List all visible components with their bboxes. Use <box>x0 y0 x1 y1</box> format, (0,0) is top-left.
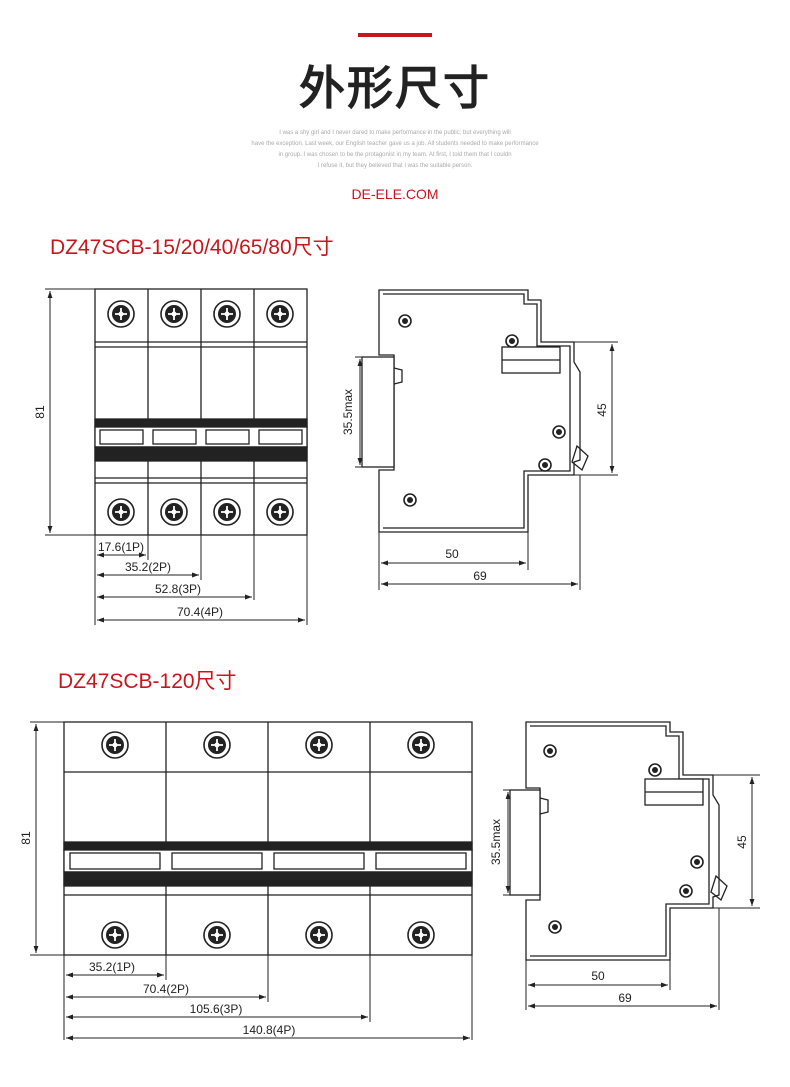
dim-3p-2: 105.6(3P) <box>190 1002 243 1016</box>
dim-45-2: 45 <box>735 835 749 849</box>
dim-1p: 17.6(1P) <box>98 540 144 554</box>
tagline-line: I was a shy girl and I never dared to ma… <box>279 130 511 136</box>
dim-45-1: 45 <box>595 403 609 417</box>
dim-rail-1: 35.5max <box>341 389 355 435</box>
dim-2p-2: 70.4(2P) <box>143 982 189 996</box>
dim-2p: 35.2(2P) <box>125 560 171 574</box>
front-view-2-dimensions <box>30 721 473 1041</box>
side-view-1 <box>361 289 589 533</box>
front-view-2 <box>63 721 473 956</box>
tagline-line: have the exception. Last week, our Engli… <box>251 141 539 147</box>
section2-title: DZ47SCB-120尺寸 <box>58 670 237 693</box>
side-view-2 <box>509 721 728 961</box>
site-url: DE-ELE.COM <box>351 186 439 202</box>
dim-total-2: 69 <box>618 991 632 1005</box>
front-view-1-dimensions <box>45 288 308 625</box>
dim-3p: 52.8(3P) <box>155 582 201 596</box>
dim-4p: 70.4(4P) <box>177 605 223 619</box>
side-view-2-dimensions <box>503 774 760 1010</box>
front-view-1 <box>94 288 308 536</box>
dim-height-2: 81 <box>19 831 33 845</box>
dim-depth-1: 50 <box>445 547 459 561</box>
dim-rail-2: 35.5max <box>489 819 503 865</box>
tagline-line: in group. I was chosen to be the protago… <box>278 152 512 158</box>
dim-total-1: 69 <box>473 569 487 583</box>
side-view-1-dimensions <box>355 341 618 590</box>
side-view-1-holes <box>398 314 566 507</box>
section1-title: DZ47SCB-15/20/40/65/80尺寸 <box>50 236 334 259</box>
title-accent-bar <box>358 33 432 37</box>
dim-depth-2: 50 <box>591 969 605 983</box>
dim-4p-2: 140.8(4P) <box>243 1023 296 1037</box>
dim-height-1: 81 <box>33 405 47 419</box>
page-title: 外形尺寸 <box>299 61 491 115</box>
dim-1p-2: 35.2(1P) <box>89 960 135 974</box>
tagline: I was a shy girl and I never dared to ma… <box>180 128 610 172</box>
tagline-line: I refuse it, but they believed that I wa… <box>317 163 473 169</box>
